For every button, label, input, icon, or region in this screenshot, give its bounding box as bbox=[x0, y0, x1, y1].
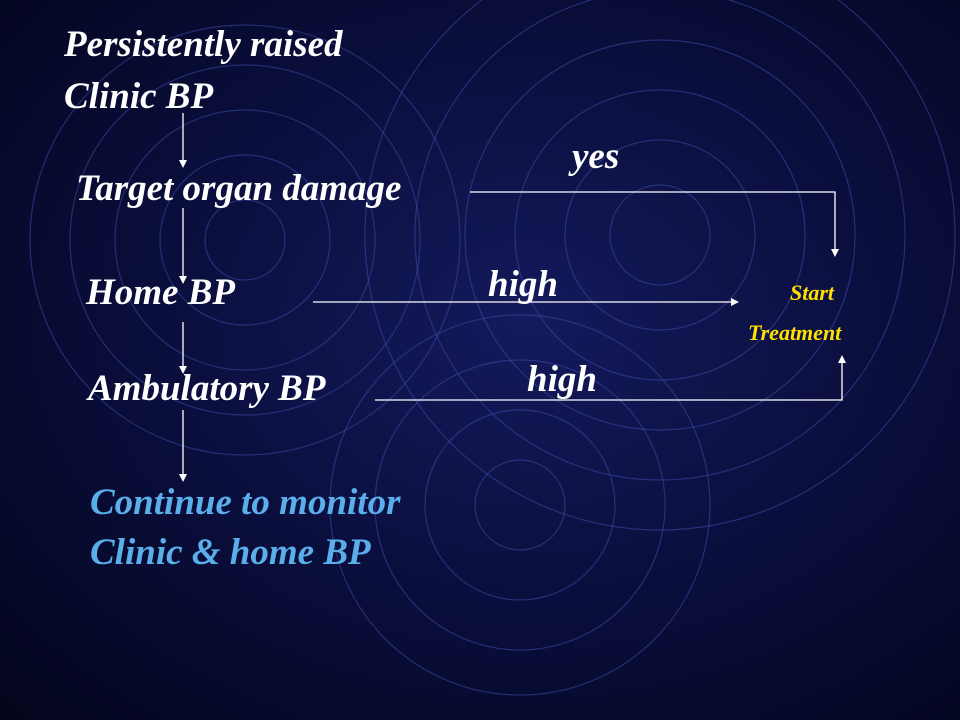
ambulatory-bp-node: Ambulatory BP bbox=[88, 368, 326, 409]
continue-monitor-line1: Continue to monitor bbox=[90, 482, 401, 523]
home-bp-node: Home BP bbox=[86, 272, 236, 313]
start-node-line1: Persistently raised bbox=[64, 24, 343, 65]
target-organ-damage-node: Target organ damage bbox=[76, 168, 402, 209]
arrow-target-to-treatment bbox=[470, 191, 839, 257]
arrow-ambulatory-to-treatment bbox=[375, 355, 846, 401]
high-label-ambulatory: high bbox=[527, 359, 597, 400]
continue-monitor-line2: Clinic & home BP bbox=[90, 532, 371, 573]
yes-label: yes bbox=[572, 136, 620, 177]
start-treatment-line2: Treatment bbox=[748, 320, 842, 345]
start-treatment-line1: Start bbox=[790, 280, 835, 305]
high-label-home: high bbox=[488, 264, 558, 305]
start-node-line2: Clinic BP bbox=[64, 76, 214, 117]
